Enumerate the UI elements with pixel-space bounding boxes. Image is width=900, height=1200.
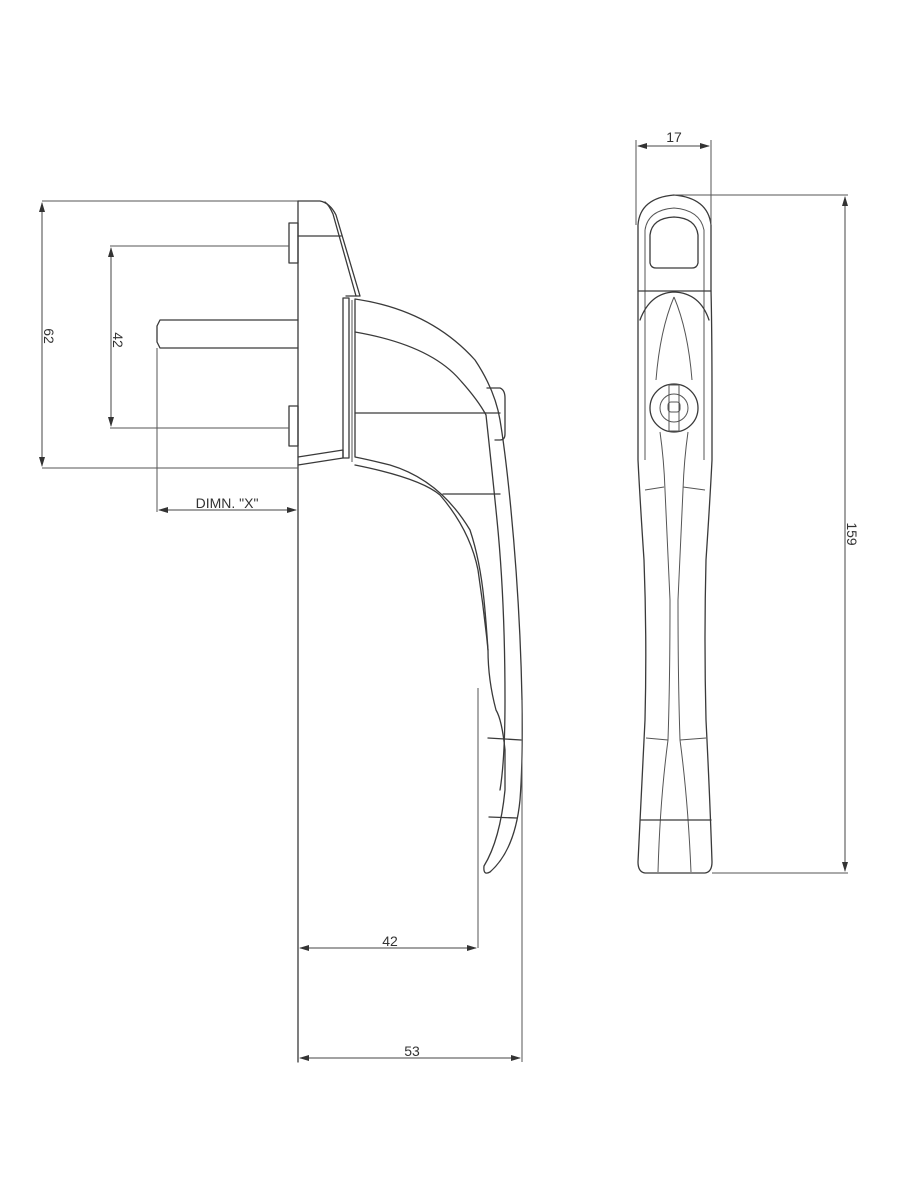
front-view (637, 194, 713, 874)
dim-label-159: 159 (844, 522, 860, 546)
base-plate-bottom (297, 449, 344, 466)
screw-boss-top (288, 222, 299, 264)
screw-boss-bottom (288, 405, 299, 447)
lock-button (486, 387, 506, 441)
dim-label-53: 53 (404, 1043, 420, 1059)
side-view (42, 200, 523, 1063)
key-lock-icon (649, 383, 699, 433)
dim-label-42-centres: 42 (110, 332, 126, 348)
dim-label-62: 62 (41, 328, 57, 344)
dim-label-42-projection: 42 (382, 933, 398, 949)
rose-collar (342, 297, 350, 459)
base-plate-top (297, 200, 361, 297)
spindle (156, 319, 299, 349)
handle-body (354, 298, 523, 874)
dim-label-17: 17 (666, 129, 682, 145)
front-view-dimensions: 17 159 (635, 129, 860, 874)
finger-recess (649, 216, 699, 269)
dim-label-dimn-x: DIMN. "X" (196, 495, 259, 511)
side-view-dimensions: 62 42 DIMN. "X" 42 53 (39, 202, 521, 1061)
handle-outline (637, 194, 713, 874)
